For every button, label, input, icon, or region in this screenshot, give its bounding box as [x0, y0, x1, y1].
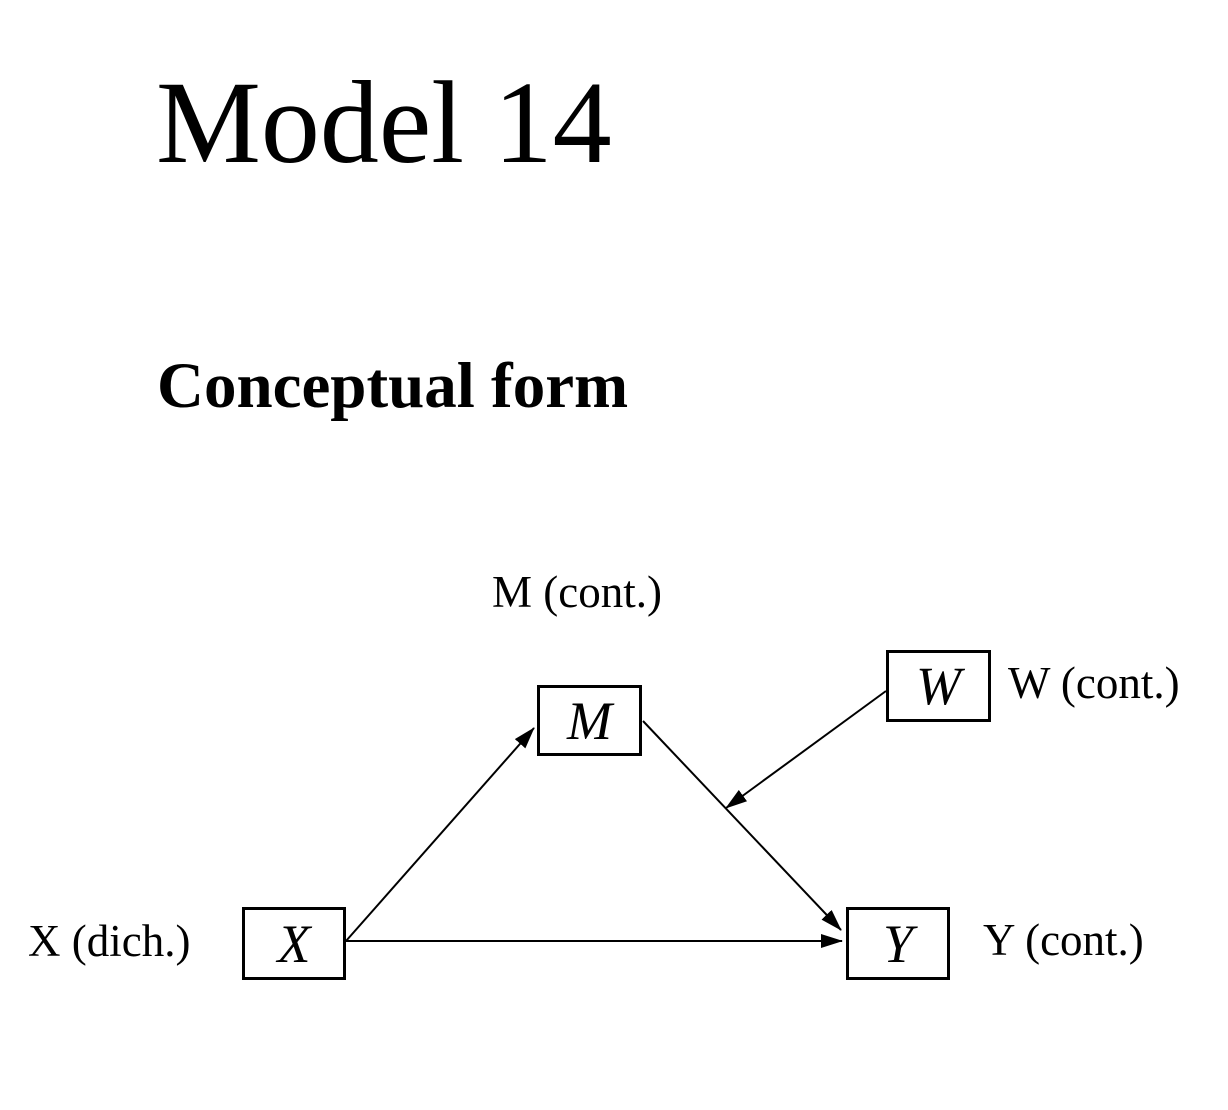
label-y: Y (cont.) — [983, 915, 1144, 965]
node-x-box: X — [242, 907, 346, 980]
label-w: W (cont.) — [1008, 658, 1180, 708]
label-x: X (dich.) — [28, 916, 191, 966]
node-m-symbol: M — [567, 690, 612, 751]
node-w-symbol: W — [916, 656, 961, 716]
node-x-symbol: X — [277, 913, 311, 974]
section-heading: Conceptual form — [157, 350, 629, 422]
node-y-box: Y — [846, 907, 950, 980]
node-w-box: W — [886, 650, 991, 722]
label-m: M (cont.) — [492, 567, 662, 617]
arrow-m-to-y — [642, 720, 842, 931]
arrow-x-to-m — [345, 727, 535, 942]
node-m-box: M — [537, 685, 642, 756]
arrow-w-to-my-path — [725, 690, 887, 809]
node-y-symbol: Y — [882, 913, 914, 974]
page-title: Model 14 — [156, 57, 612, 188]
